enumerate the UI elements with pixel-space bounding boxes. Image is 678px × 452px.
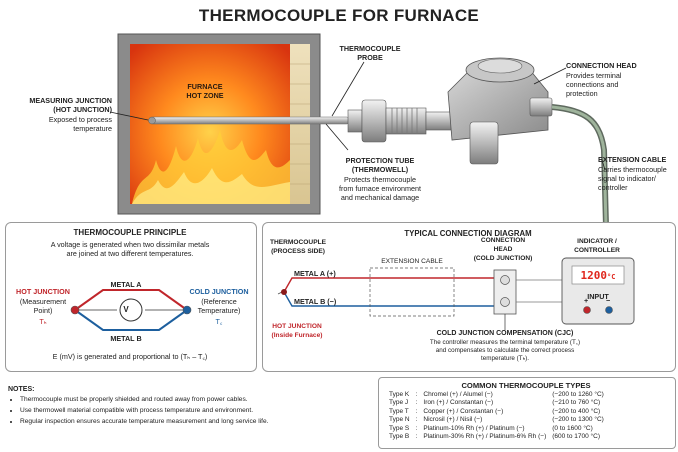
metal-a-line: [283, 277, 494, 293]
notes-section: NOTES: Thermocouple must be properly shi…: [8, 385, 368, 427]
note-item: Regular inspection ensures accurate temp…: [20, 416, 368, 427]
indicator-readout: 1200°C: [580, 269, 616, 282]
cold-junction-dot: [182, 305, 192, 315]
note-item: Use thermowell material compatible with …: [20, 405, 368, 416]
protection-tube-desc: Protects thermocouple from furnace envir…: [339, 175, 421, 202]
conn-metal-b-label: METAL B (−): [294, 297, 337, 306]
cold-junction-desc: (Reference Temperature): [197, 297, 241, 315]
input-minus-terminal: [605, 306, 613, 314]
metal-a-label: METAL A: [110, 280, 142, 289]
table-row: Type J:Iron (+) / Constantan (−)(−210 to…: [389, 399, 601, 407]
principle-title: THERMOCOUPLE PRINCIPLE: [73, 228, 187, 237]
voltmeter-symbol: V: [123, 305, 129, 314]
input-plus-label: +: [584, 296, 589, 305]
measuring-junction-title: MEASURING JUNCTION (HOT JUNCTION): [29, 96, 112, 114]
indicator-label: INDICATOR / CONTROLLER: [574, 238, 620, 254]
connection-head-label: CONNECTION HEAD (COLD JUNCTION): [473, 237, 533, 262]
note-item: Thermocouple must be properly shielded a…: [20, 394, 368, 405]
furnace-label: FURNACE HOT ZONE: [186, 82, 224, 100]
types-panel: [378, 377, 676, 449]
conn-metal-a-label: METAL A (+): [294, 269, 336, 278]
input-minus-label: −: [606, 296, 611, 305]
principle-diagram: [70, 289, 192, 331]
conn-hot-junction-label: HOT JUNCTION (Inside Furnace): [271, 323, 323, 339]
input-label: INPUT: [587, 292, 609, 301]
protection-tube-title: PROTECTION TUBE (THERMOWELL): [345, 156, 415, 174]
extension-cable-title: EXTENSION CABLE: [598, 155, 667, 164]
furnace-illustration: [109, 33, 609, 227]
notes-list: Thermocouple must be properly shielded a…: [8, 394, 368, 427]
page-title: THERMOCOUPLE FOR FURNACE: [198, 6, 480, 25]
probe-side-label: THERMOCOUPLE (PROCESS SIDE): [269, 239, 327, 255]
cjc-desc: The controller measures the terminal tem…: [429, 339, 581, 362]
extension-cable-desc: Carries thermocouple signal to indicator…: [598, 165, 667, 192]
metal-b-label: METAL B: [110, 334, 142, 343]
connection-head-desc: Provides terminal connections and protec…: [566, 71, 622, 98]
cjc-title: COLD JUNCTION COMPENSATION (CJC): [436, 330, 574, 337]
hot-junction-title: HOT JUNCTION: [16, 287, 70, 296]
table-row: Type K:Chromel (+) / Alumel (−)(−200 to …: [389, 391, 604, 398]
table-row: Type S:Platinum-10% Rh (+) / Platinum (−…: [389, 424, 593, 432]
indicator-display: [571, 265, 625, 285]
types-title: COMMON THERMOCOUPLE TYPES: [461, 381, 591, 390]
metal-b-line: [283, 291, 494, 307]
metal-a-wire: [74, 289, 188, 311]
measuring-junction-tip: [148, 116, 156, 125]
types-table: Type K:Chromel (+) / Alumel (−)(−200 to …: [386, 391, 607, 441]
probe-title: THERMOCOUPLE PROBE: [339, 44, 401, 62]
connection-title: TYPICAL CONNECTION DIAGRAM: [404, 229, 532, 238]
connection-diagram: [277, 257, 635, 330]
principle-desc: A voltage is generated when two dissimil…: [50, 240, 210, 258]
protection-tube: [149, 116, 351, 125]
hot-junction-desc: (Measurement Point): [19, 297, 67, 315]
hot-junction-dot: [70, 305, 80, 315]
cold-junction-symbol: T꜀: [215, 317, 223, 326]
principle-panel: [5, 222, 257, 372]
table-row: Type N:Nicrosil (+) / Nisil (−)(−200 to …: [389, 416, 604, 424]
extension-cable-box: [369, 267, 455, 317]
hot-junction-symbol: Tₕ: [39, 317, 47, 326]
extension-cable-label: EXTENSION CABLE: [381, 258, 443, 265]
hex-nut: [361, 99, 387, 143]
table-row: Type B:Platinum-30% Rh (+) / Platinum-6%…: [389, 433, 601, 441]
input-plus-terminal: [583, 306, 591, 314]
cold-junction-title: COLD JUNCTION: [189, 287, 249, 296]
principle-equation: E (mV) is generated and proportional to …: [52, 352, 208, 361]
measuring-junction-desc: Exposed to process temperature: [48, 115, 112, 133]
metal-b-wire: [74, 309, 188, 331]
hot-junction-point: [281, 289, 287, 295]
table-row: Type T:Copper (+) / Constantan (−)(−200 …: [389, 407, 601, 415]
connection-head-title: CONNECTION HEAD: [566, 61, 637, 70]
notes-title: NOTES:: [8, 386, 35, 393]
voltmeter-icon: [119, 298, 143, 322]
